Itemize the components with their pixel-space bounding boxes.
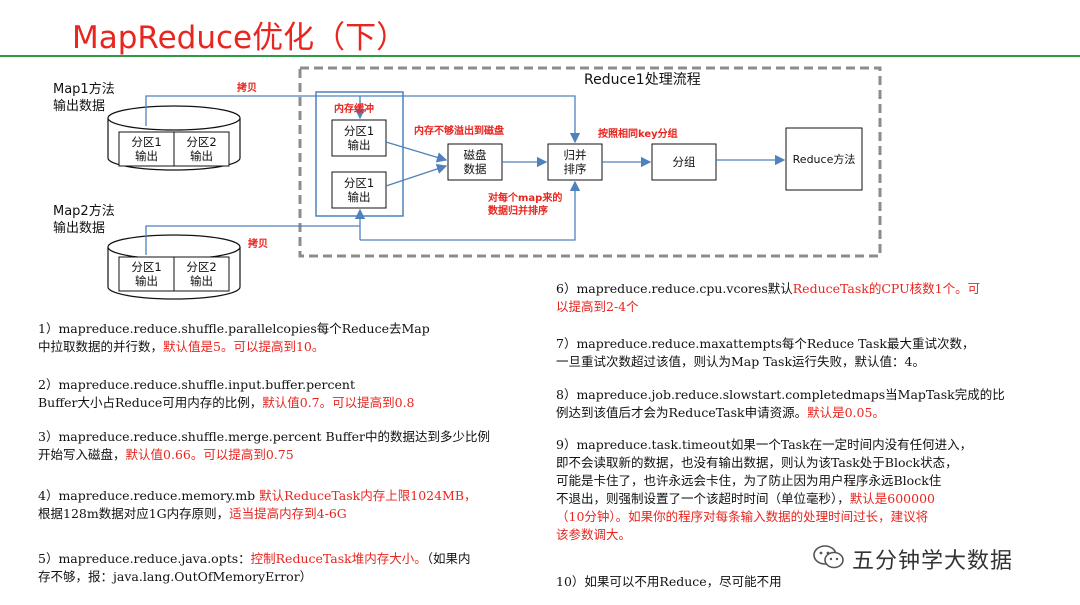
reduce-flow-diagram: [107, 66, 882, 300]
param-2: 2）mapreduce.reduce.shuffle.input.buffer.…: [38, 377, 415, 410]
group-text: 分组: [672, 155, 696, 169]
page-title: MapReduce优化（下）: [72, 20, 408, 56]
reduce-process-frame: [298, 66, 882, 258]
merge-sort-note: 对每个map来的数据归并排序: [488, 193, 563, 217]
copy-arrow-1b: [360, 95, 581, 144]
spill-label: 内存不够溢出到磁盘: [414, 126, 504, 137]
param-6: 6）mapreduce.reduce.cpu.vcores默认ReduceTas…: [556, 281, 981, 314]
watermark-text: 五分钟学大数据: [852, 549, 1014, 574]
group-by-key-label: 按照相同key分组: [598, 129, 678, 140]
map2-cylinder: [107, 234, 241, 300]
param-1: 1）mapreduce.reduce.shuffle.parallelcopie…: [38, 321, 430, 354]
copy-arrow-2b: [360, 180, 581, 241]
wechat-icon: [813, 545, 844, 569]
group-box: [651, 143, 717, 181]
memory-buffer-label: 内存缓冲: [334, 104, 374, 115]
merge-sort-text: 归并排序: [563, 148, 587, 176]
param-7: 7）mapreduce.reduce.maxattempts每个Reduce T…: [556, 336, 975, 369]
param-3: 3）mapreduce.reduce.shuffle.merge.percent…: [38, 429, 491, 462]
map1-label: Map1方法输出数据: [53, 82, 115, 114]
disk-box: [447, 143, 503, 181]
merge-sort-box: [547, 143, 603, 181]
param-8: 8）mapreduce.job.reduce.slowstart.complet…: [556, 387, 1005, 420]
param-9: 9）mapreduce.task.timeout如果一个Task在一定时间内没有…: [556, 437, 973, 542]
frame-title: Reduce1处理流程: [584, 72, 701, 88]
copy-arrow-1: [145, 95, 366, 126]
copy-label-1: 拷贝: [237, 83, 257, 94]
reduce-method-box: [785, 127, 863, 191]
disk-text: 磁盘数据: [463, 148, 487, 176]
title-underline: [0, 55, 1080, 57]
param-10: 10）如果可以不用Reduce，尽可能不用: [556, 574, 782, 589]
copy-label-2: 拷贝: [248, 239, 268, 250]
param-5: 5）mapreduce.reduce.java.opts：控制ReduceTas…: [38, 551, 471, 584]
reduce-method-text: Reduce方法: [792, 153, 856, 166]
spill-arrow-a: [385, 141, 448, 163]
buffer-partition-b: [331, 171, 387, 209]
spill-arrow-b: [385, 163, 448, 187]
param-4: 4）mapreduce.reduce.memory.mb 默认ReduceTas…: [38, 488, 477, 521]
map2-label: Map2方法输出数据: [53, 204, 115, 236]
map1-cylinder: [107, 105, 241, 171]
copy-arrow-2: [145, 208, 366, 255]
buffer-partition-a: [331, 119, 387, 157]
